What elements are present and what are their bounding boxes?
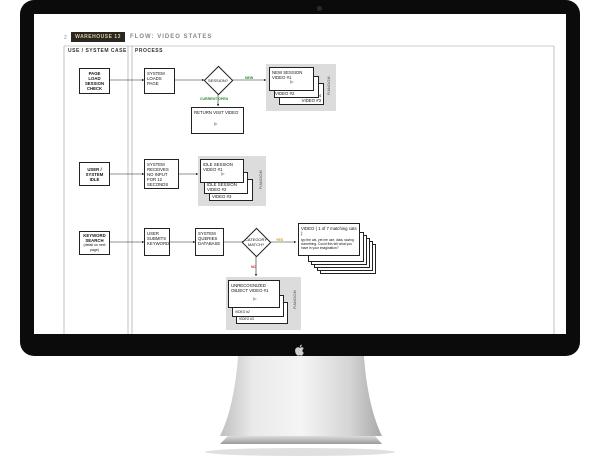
monitor-stand xyxy=(205,356,395,456)
video-card-label: NEW SESSION VIDEO #1 xyxy=(272,70,303,80)
random-label: RANDOM xyxy=(327,76,331,95)
use-case-keyword-search: KEYWORD SEARCH (detail on next page) xyxy=(79,231,110,255)
process-actor: SYSTEM xyxy=(198,231,216,236)
play-icon xyxy=(253,297,257,301)
use-case-subtitle: SESSION CHECK xyxy=(84,81,105,91)
process-user-submits: USER SUBMITS KEYWORD xyxy=(144,228,170,256)
use-case-page-load: PAGE LOAD SESSION CHECK xyxy=(79,68,110,94)
process-action: SUBMITS KEYWORD xyxy=(147,236,170,246)
decision-category-label: CATEGORY MATCH? xyxy=(236,237,276,247)
process-system-no-input: SYSTEM RECEIVES NO INPUT FOR 12 SECONDS xyxy=(144,159,179,189)
match-video-title: VIDEO ( 1 of 7 matching cats ) xyxy=(301,226,357,236)
brand-logo: WAREHOUSE 13 xyxy=(71,32,125,42)
process-action: LOADS PAGE xyxy=(147,76,162,86)
process-system-queries: SYSTEM QUERIES DATABASE xyxy=(195,228,224,256)
return-visit-label: RETURN VISIT VIDEO xyxy=(194,110,239,115)
video-card-label: IDLE SESSION VIDEO #2 xyxy=(207,182,237,192)
video-card-idle-1: IDLE SESSION VIDEO #1 xyxy=(200,159,244,183)
process-actor: SYSTEM xyxy=(147,71,165,76)
apple-logo-icon xyxy=(295,344,304,356)
use-case-title: USER / SYSTEM xyxy=(85,166,104,177)
camera-icon xyxy=(317,6,322,11)
process-action: RECEIVES NO INPUT FOR 12 SECONDS xyxy=(147,167,169,187)
monitor-screen: 2 WAREHOUSE 13 FLOW: VIDEO STATES USE / … xyxy=(34,14,566,334)
process-system-loads-page: SYSTEM LOADS PAGE xyxy=(144,68,175,94)
column-header-use-case: USE / SYSTEM CASE xyxy=(68,48,127,54)
page-title: FLOW: VIDEO STATES xyxy=(130,34,213,40)
use-case-idle: USER / SYSTEM IDLE xyxy=(79,162,110,186)
branch-label-yes: YES xyxy=(276,238,284,242)
use-case-title: PAGE LOAD xyxy=(88,71,101,81)
video-card-label: IDLE SESSION VIDEO #1 xyxy=(203,162,233,172)
flow-connectors xyxy=(63,45,555,334)
decision-line: CATEGORY xyxy=(244,237,268,242)
page-number: 2 xyxy=(64,35,67,41)
match-video-card: VIDEO ( 1 of 7 matching cats ) typ the c… xyxy=(298,223,360,256)
video-card-label: UNRECOGNIZED OBJECT VIDEO #1 xyxy=(231,283,269,293)
random-label: RANDOM xyxy=(293,290,297,309)
return-visit-video: RETURN VISIT VIDEO xyxy=(191,107,244,134)
use-case-title: KEYWORD SEARCH xyxy=(83,233,106,243)
match-video-desc: typ the cat, yet me use, data, saving so… xyxy=(301,238,354,250)
video-card-unrec-1: UNRECOGNIZED OBJECT VIDEO #1 xyxy=(228,280,280,308)
branch-label-no: NO xyxy=(251,265,257,269)
use-case-subtitle: (detail on next page) xyxy=(83,243,106,252)
use-case-subtitle: IDLE xyxy=(89,176,100,182)
column-header-process: PROCESS xyxy=(135,48,163,54)
process-actor: SYSTEM xyxy=(147,162,165,167)
process-action: QUERIES DATABASE xyxy=(198,236,221,246)
random-label: RANDOM xyxy=(259,170,263,189)
branch-label-current: CURRENT OPEN xyxy=(200,97,229,101)
play-icon xyxy=(214,122,218,126)
video-card-new-1: NEW SESSION VIDEO #1 xyxy=(269,67,314,91)
branch-label-new: NEW xyxy=(245,76,254,80)
decision-session-label: SESSION? xyxy=(207,78,228,83)
play-icon xyxy=(221,172,225,176)
play-icon xyxy=(290,80,294,84)
process-actor: USER xyxy=(147,231,159,236)
decision-line: MATCH? xyxy=(247,242,265,247)
